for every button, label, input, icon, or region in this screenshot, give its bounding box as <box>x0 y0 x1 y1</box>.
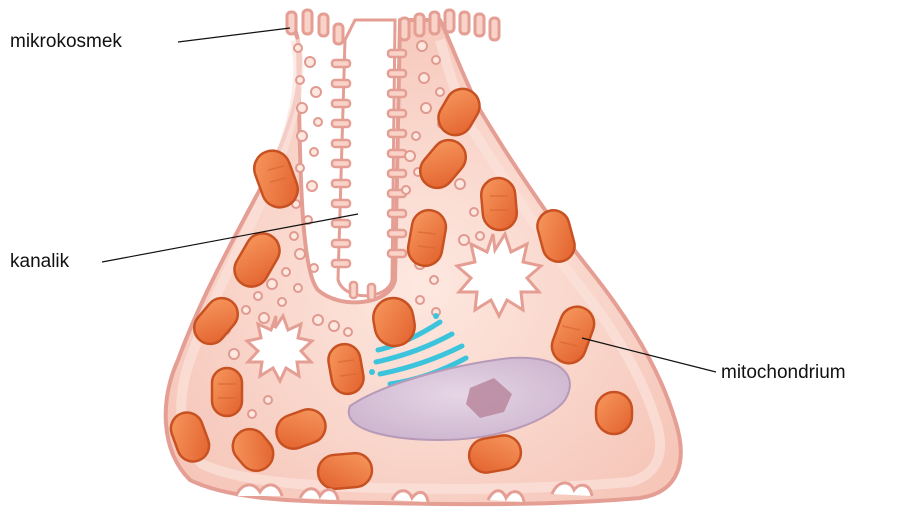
microvilli-right <box>400 10 499 40</box>
microvilli <box>287 10 343 44</box>
label-mitochondrion: mitochondrium <box>721 362 846 384</box>
leader-line-microvilli <box>178 28 290 42</box>
label-canaliculus: kanalik <box>10 251 69 273</box>
label-microvilli: mikrokosmek <box>10 31 122 53</box>
